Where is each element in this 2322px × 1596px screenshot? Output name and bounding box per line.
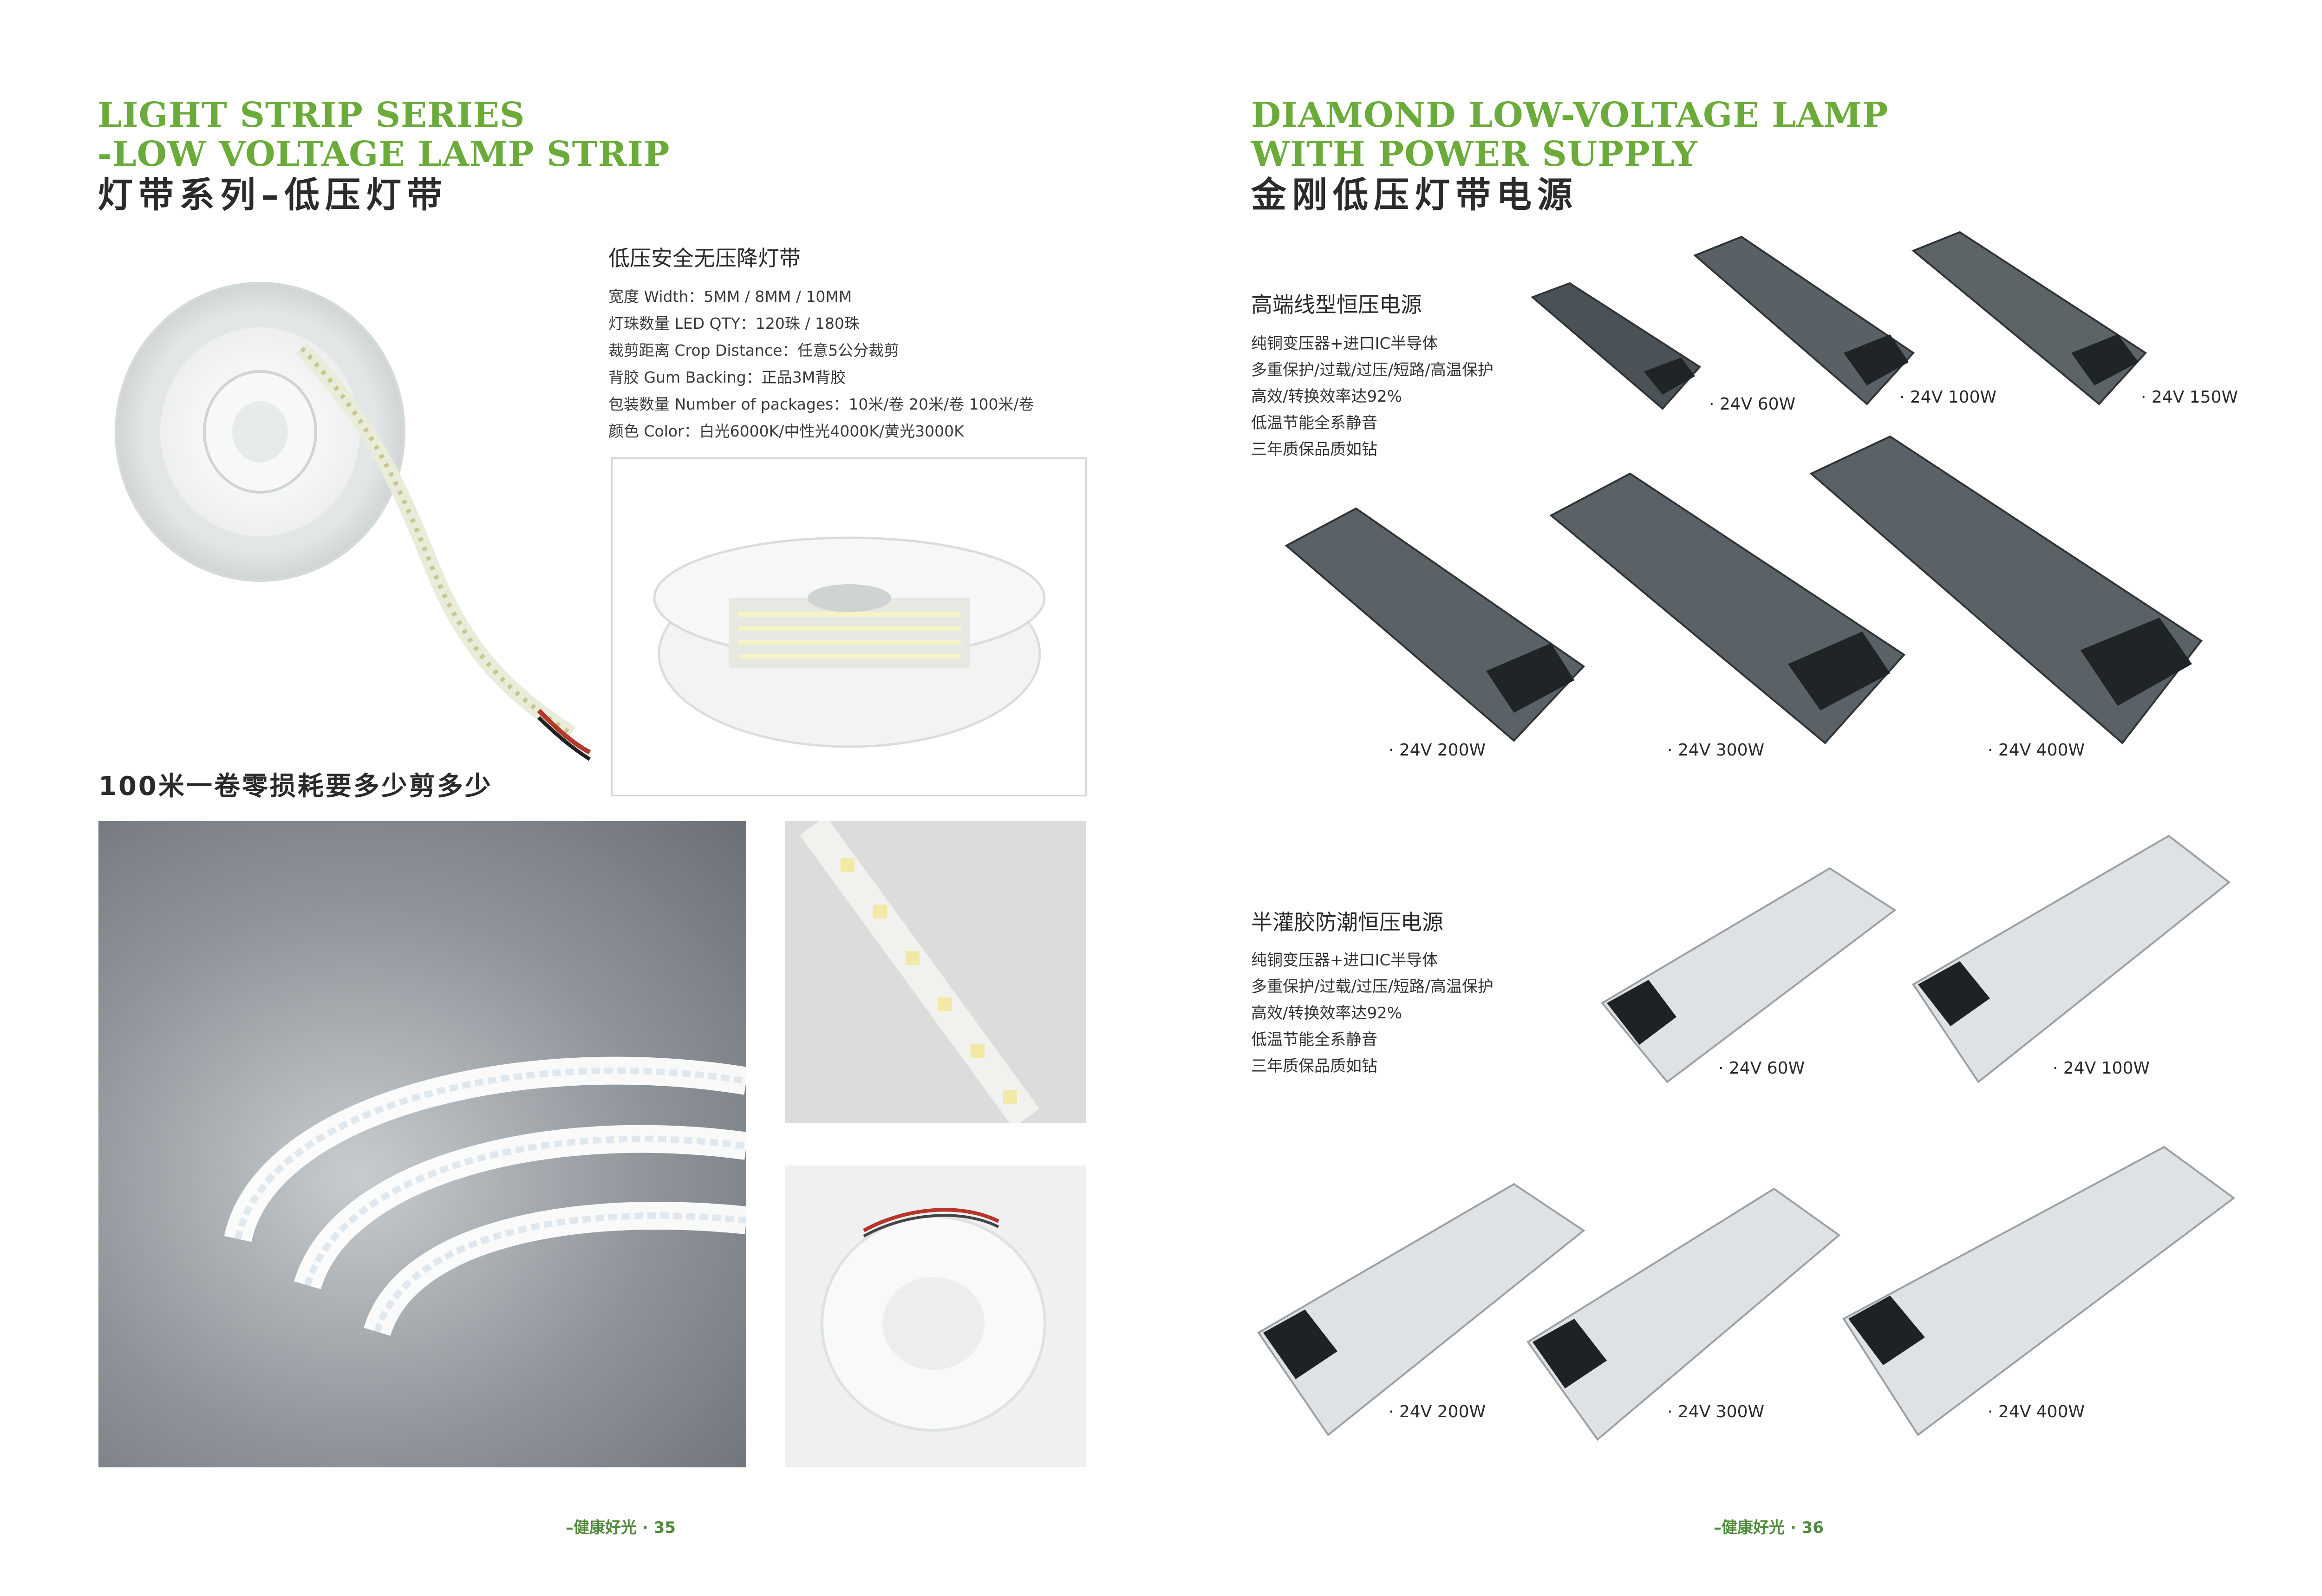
spec-led-qty: 灯珠数量 LED QTY：120珠 / 180珠 [608,314,860,332]
left-title-en-line2: -LOW VOLTAGE LAMP STRIP [98,134,670,174]
power-supply-image [1598,864,1899,1087]
power-supply-label: · 24V 200W [1389,1402,1486,1421]
small-reel-photo [785,1166,1086,1467]
left-page-footer: –健康好光 · 35 [566,1518,676,1537]
power-supply-image [1909,228,2150,409]
power-supply-image [1523,1184,1844,1444]
strip-closeup-photo [785,821,1086,1123]
group2-feature: 纯铜变压器+进口IC半导体 [1251,951,1438,970]
left-title-en-line1: LIGHT STRIP SERIES [98,95,525,135]
group2-feature: 低温节能全系静音 [1251,1030,1377,1049]
group1-feature: 多重保护/过载/过压/短路/高温保护 [1251,361,1494,379]
power-supply-label: · 24V 150W [2141,388,2238,407]
group1-name: 高端线型恒压电源 [1251,292,1422,317]
group1-feature: 纯铜变压器+进口IC半导体 [1251,334,1438,353]
framed-reel-photo [611,457,1087,796]
section-head: 100米一卷零损耗要多少剪多少 [98,771,493,801]
power-supply-label: · 24V 60W [1709,395,1796,414]
power-supply-image [1546,469,1909,748]
group1-feature: 高效/转换效率达92% [1251,387,1402,406]
glowing-strip-photo [98,821,746,1467]
power-supply-label: · 24V 100W [1899,388,1997,407]
power-supply-label: · 24V 400W [1988,741,2085,760]
group2-feature: 高效/转换效率达92% [1251,1004,1402,1023]
power-supply-label: · 24V 300W [1667,1402,1765,1421]
right-page-footer: –健康好光 · 36 [1714,1518,1824,1537]
product-name: 低压安全无压降灯带 [608,246,801,271]
spec-crop-distance: 裁剪距离 Crop Distance：任意5公分裁剪 [608,341,900,359]
group2-feature-list: 纯铜变压器+进口IC半导体 多重保护/过载/过压/短路/高温保护 高效/转换效率… [1251,947,1494,1080]
right-title-cn: 金刚低压灯带电源 [1251,174,1578,215]
spec-gum-backing: 背胶 Gum Backing：正品3M背胶 [608,368,846,386]
group1-feature: 三年质保品质如钻 [1251,440,1377,459]
group2-name: 半灌胶防潮恒压电源 [1251,910,1443,935]
spec-width: 宽度 Width：5MM / 8MM / 10MM [608,287,852,306]
led-strip-reel-photo [107,279,599,771]
power-supply-image [1254,1179,1588,1440]
spec-color: 颜色 Color：白光6000K/中性光4000K/黄光3000K [608,422,964,440]
group2-feature: 多重保护/过载/过压/短路/高温保护 [1251,977,1494,996]
power-supply-label: · 24V 100W [2053,1059,2150,1078]
group2-feature: 三年质保品质如钻 [1251,1057,1377,1075]
power-supply-image [1282,504,1588,745]
power-supply-image [1528,279,1704,413]
power-supply-image [1839,1142,2238,1440]
power-supply-label: · 24V 400W [1988,1402,2085,1421]
power-supply-label: · 24V 300W [1667,741,1765,760]
power-supply-label: · 24V 60W [1718,1059,1805,1078]
left-title-cn: 灯带系列–低压灯带 [98,174,448,215]
spec-packages: 包装数量 Number of packages：10米/卷 20米/卷 100米… [608,395,1034,413]
power-supply-image [1690,232,1918,409]
spec-list: 宽度 Width：5MM / 8MM / 10MM 灯珠数量 LED QTY：1… [608,283,1034,445]
right-title-en-line2: WITH POWER SUPPLY [1251,134,1698,174]
right-title-en-line1: DIAMOND LOW-VOLTAGE LAMP [1251,95,1889,135]
power-supply-label: · 24V 200W [1389,741,1486,760]
power-supply-image [1807,432,2206,748]
power-supply-image [1909,831,2234,1087]
group1-feature: 低温节能全系静音 [1251,414,1377,432]
group1-feature-list: 纯铜变压器+进口IC半导体 多重保护/过载/过压/短路/高温保护 高效/转换效率… [1251,331,1494,463]
